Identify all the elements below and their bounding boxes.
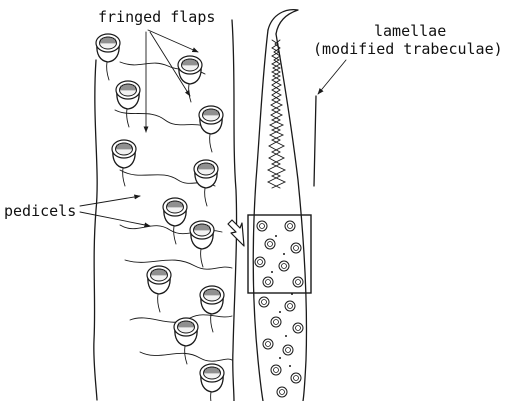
small-sucker	[271, 365, 281, 375]
right-arm-tentacle	[248, 10, 316, 401]
arrow-pedicels	[80, 196, 140, 206]
sucker-cup	[199, 106, 223, 152]
small-sucker	[277, 387, 287, 397]
lamellae-bracket	[314, 96, 316, 186]
left-arm-segment	[94, 20, 244, 401]
small-sucker	[263, 339, 273, 349]
small-sucker	[285, 301, 295, 311]
small-sucker	[291, 243, 301, 253]
small-sucker	[283, 345, 293, 355]
small-sucker	[259, 297, 269, 307]
label-lamellae-subtitle: (modified trabeculae)	[313, 40, 503, 58]
label-lamellae: lamellae	[374, 22, 446, 40]
sucker-cup	[96, 34, 120, 80]
small-sucker	[293, 277, 303, 287]
sucker-cup	[200, 286, 224, 332]
small-sucker	[279, 261, 289, 271]
sucker-cup	[147, 266, 171, 312]
sucker-cup	[200, 364, 224, 401]
sucker-cup	[163, 198, 187, 244]
small-sucker	[291, 373, 301, 383]
lamellae-ridges	[268, 40, 280, 188]
sucker-cup	[116, 81, 140, 127]
fringed-flap-membrane	[125, 260, 232, 269]
fringed-flap-membrane	[115, 110, 210, 128]
label-fringed-flaps: fringed flaps	[98, 8, 215, 26]
tentacle-tip	[268, 10, 298, 34]
small-sucker	[265, 239, 275, 249]
sucker-cup	[112, 140, 136, 186]
small-sucker	[293, 323, 303, 333]
small-sucker	[285, 221, 295, 231]
left-arm-outline-left	[94, 60, 97, 400]
arrow-lamellae	[318, 60, 346, 94]
label-pedicels: pedicels	[4, 202, 76, 220]
sucker-cup	[174, 318, 198, 364]
small-sucker	[263, 277, 273, 287]
small-sucker	[271, 317, 281, 327]
sucker-cup	[194, 160, 218, 206]
arrow-pedicels	[80, 212, 150, 226]
sucker-cup	[190, 221, 214, 267]
small-sucker	[255, 257, 265, 267]
small-sucker	[257, 221, 267, 231]
sucker-cup	[178, 56, 202, 102]
left-arm-outline-right	[232, 20, 237, 401]
lamellae-ridges	[272, 40, 285, 188]
